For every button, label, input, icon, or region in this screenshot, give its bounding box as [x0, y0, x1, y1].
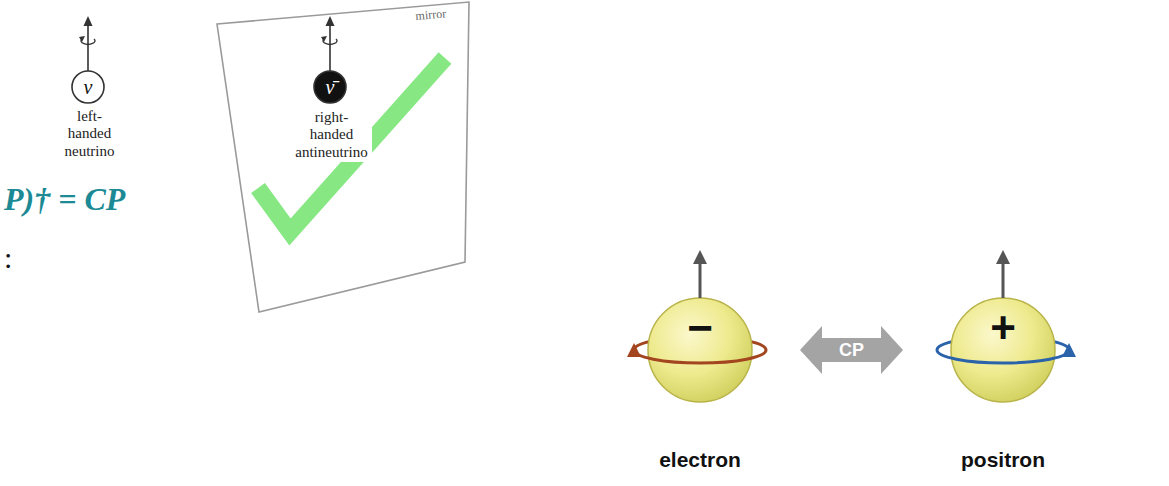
axis-arrowhead	[693, 250, 707, 264]
spin-axis	[329, 24, 331, 71]
orbit-front	[937, 350, 1069, 363]
spin-axis	[87, 24, 89, 71]
colon-mark: :	[4, 240, 12, 276]
mirror-shape	[217, 2, 469, 312]
particle-label: left-handed neutrino	[63, 108, 116, 160]
mirror-frame: mirror ν̄ right-handed antineutrino	[215, 0, 473, 316]
neutrino-icon: ν left-handed neutrino	[60, 12, 116, 162]
particle-name: electron	[659, 448, 741, 472]
transform-arrow	[800, 326, 903, 374]
spin-axis	[699, 262, 702, 298]
particle-name: positron	[961, 448, 1045, 472]
electron-sphere: − electron	[630, 250, 770, 472]
spin-arrowhead	[321, 36, 327, 42]
axis-arrowhead	[996, 250, 1010, 264]
charge-sign: +	[933, 306, 1073, 350]
antineutrino-icon: ν̄ right-handed antineutrino	[288, 12, 372, 164]
particle-symbol: ν	[72, 71, 104, 103]
formula: P)† = CP	[4, 180, 125, 218]
particle-label: right-handed antineutrino	[291, 108, 372, 162]
axis-arrowhead	[83, 16, 92, 26]
operation-label: CP	[837, 340, 866, 360]
mirror-label: mirror	[415, 7, 447, 22]
spin-axis	[1002, 262, 1005, 298]
orbit-front	[634, 350, 766, 363]
particle-symbol: ν̄	[314, 71, 346, 103]
particle-circle	[72, 71, 104, 103]
positron-sphere: + positron	[933, 250, 1073, 472]
axis-arrowhead	[325, 16, 334, 26]
particle-circle	[314, 71, 346, 103]
spin-arrowhead	[79, 36, 85, 42]
charge-sign: −	[630, 306, 770, 350]
